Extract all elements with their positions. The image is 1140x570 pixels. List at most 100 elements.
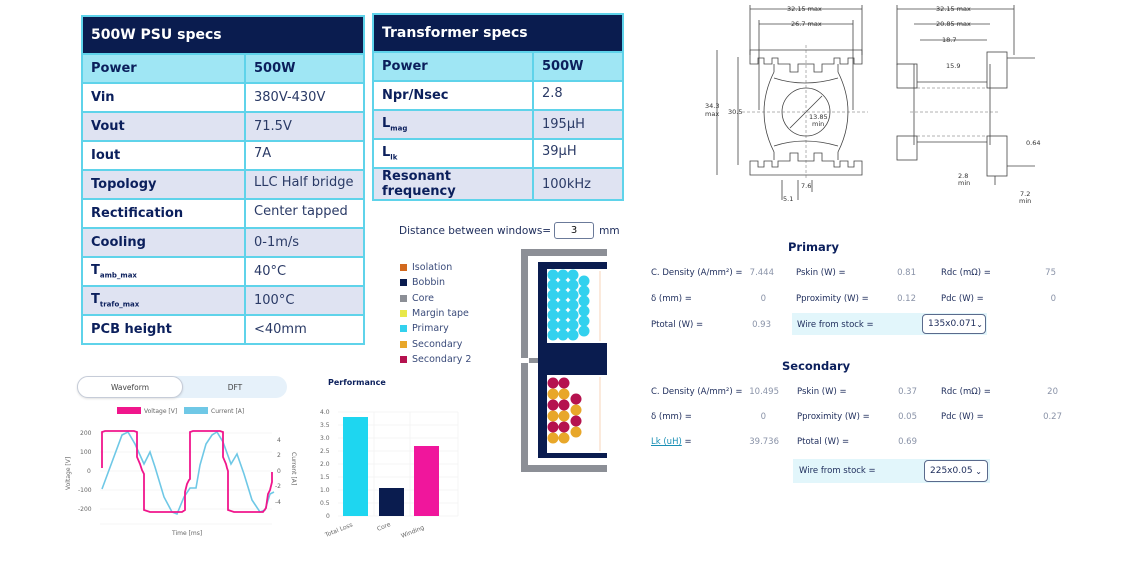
- secondary-pproximity-value: 0.05: [898, 412, 917, 422]
- performance-chart: 4.0 3.5 3.0 2.5 2.0 1.5 1.0 0.5 0 Total …: [320, 409, 459, 540]
- voltage-legend-swatch: [117, 407, 141, 414]
- performance-title: Performance: [328, 378, 386, 387]
- primary-c-density-label: C. Density (A/mm²) =: [651, 268, 743, 278]
- svg-text:1.5: 1.5: [320, 474, 330, 481]
- legend-item-secondary: Secondary: [400, 336, 471, 351]
- svg-text:min: min: [958, 179, 970, 187]
- svg-text:min: min: [1019, 197, 1031, 205]
- secondary-title: Secondary: [782, 359, 851, 373]
- bar-core: [379, 488, 404, 516]
- tab-waveform[interactable]: Waveform: [77, 376, 183, 398]
- primary-wire-select[interactable]: 135x0.071 ⌄: [922, 314, 986, 334]
- svg-text:32.15 max: 32.15 max: [936, 5, 971, 13]
- lk-link[interactable]: Lk (uH): [651, 437, 682, 447]
- spec-key: Npr/Nsec: [372, 80, 534, 111]
- current-legend-swatch: [184, 407, 208, 414]
- secondary-pdc-value: 0.27: [1043, 412, 1062, 422]
- primary-delta-value: 0: [760, 294, 766, 304]
- svg-text:Current [A]: Current [A]: [290, 452, 297, 485]
- primary-rdc-label: Rdc (mΩ) =: [941, 268, 991, 278]
- svg-text:0.5: 0.5: [320, 500, 330, 507]
- secondary-pproximity-label: Pproximity (W) =: [797, 412, 870, 422]
- primary-pdc-label: Pdc (W) =: [941, 294, 984, 304]
- svg-text:2.0: 2.0: [320, 461, 330, 468]
- svg-text:min: min: [812, 120, 824, 128]
- svg-text:2.5: 2.5: [320, 448, 330, 455]
- secondary-c-density-value: 10.495: [749, 387, 779, 397]
- distance-unit: mm: [599, 224, 620, 237]
- svg-text:3.0: 3.0: [320, 435, 330, 442]
- chevron-down-icon: ⌄: [975, 466, 982, 476]
- primary-pproximity-value: 0.12: [897, 294, 916, 304]
- distance-label: Distance between windows=: [399, 224, 552, 237]
- secondary-rdc-value: 20: [1047, 387, 1058, 397]
- svg-text:Time [ms]: Time [ms]: [171, 530, 202, 537]
- primary-ptotal-label: Ptotal (W) =: [651, 320, 704, 330]
- svg-text:34.3: 34.3: [705, 102, 719, 110]
- legend-item-primary: Primary: [400, 321, 471, 336]
- primary-pskin-label: Pskin (W) =: [796, 268, 846, 278]
- svg-text:0: 0: [277, 468, 281, 475]
- primary-rdc-value: 75: [1045, 268, 1056, 278]
- spec-value: 100kHz: [532, 167, 624, 201]
- spec-key: Power: [372, 51, 534, 82]
- svg-text:4: 4: [277, 437, 281, 444]
- spec-key: Iout: [81, 140, 246, 171]
- primary-title: Primary: [788, 240, 839, 254]
- spec-value: 100°C: [244, 285, 365, 316]
- legend-item-margin-tape: Margin tape: [400, 306, 471, 321]
- svg-text:-100: -100: [78, 487, 92, 494]
- secondary-lk-label: Lk (uH) =: [651, 437, 692, 447]
- tab-dft[interactable]: DFT: [227, 382, 243, 392]
- svg-text:7.2: 7.2: [1020, 190, 1030, 198]
- secondary-pdc-label: Pdc (W) =: [941, 412, 984, 422]
- svg-text:max: max: [705, 110, 719, 118]
- window-legend: Isolation Bobbin Core Margin tape Primar…: [400, 260, 471, 367]
- winding-window-diagram: [521, 249, 607, 472]
- secondary-wire-select[interactable]: 225x0.05 ⌄: [924, 460, 988, 482]
- spec-key: Power: [81, 53, 246, 84]
- svg-text:0: 0: [326, 513, 330, 520]
- primary-pdc-value: 0: [1050, 294, 1056, 304]
- distance-input[interactable]: [554, 222, 595, 239]
- psu-specs-title: 500W PSU specs: [82, 16, 364, 54]
- spec-key: Vin: [81, 82, 246, 113]
- svg-text:Core: Core: [376, 521, 392, 533]
- spec-value: LLC Half bridge: [244, 169, 365, 200]
- svg-text:Voltage [V]: Voltage [V]: [144, 408, 177, 415]
- svg-text:Total Loss: Total Loss: [323, 521, 354, 539]
- secondary-c-density-label: C. Density (A/mm²) =: [651, 387, 743, 397]
- svg-text:-2: -2: [275, 483, 281, 490]
- spec-key: Lmag: [372, 109, 534, 140]
- secondary-pskin-label: Pskin (W) =: [797, 387, 847, 397]
- svg-text:13.85: 13.85: [809, 113, 828, 121]
- svg-text:30.5: 30.5: [728, 108, 742, 116]
- spec-value: 39µH: [532, 138, 624, 169]
- svg-text:18.7: 18.7: [942, 36, 956, 44]
- spec-key: Ttrafo_max: [81, 285, 246, 316]
- svg-text:2.8: 2.8: [958, 172, 968, 180]
- transformer-specs-title: Transformer specs: [373, 14, 623, 52]
- waveform-tab-bar: Waveform DFT: [77, 376, 287, 398]
- spec-value: 500W: [532, 51, 624, 82]
- swatch-icon: [400, 340, 407, 348]
- swatch-icon: [400, 279, 407, 287]
- spec-value: <40mm: [244, 314, 365, 345]
- swatch-icon: [400, 310, 407, 318]
- distance-between-windows-row: Distance between windows= mm: [399, 222, 620, 239]
- primary-wire-value: 135x0.071: [928, 319, 977, 329]
- spec-value: 195µH: [532, 109, 624, 140]
- svg-text:7.6: 7.6: [801, 182, 811, 190]
- secondary-ptotal-label: Ptotal (W) =: [797, 437, 850, 447]
